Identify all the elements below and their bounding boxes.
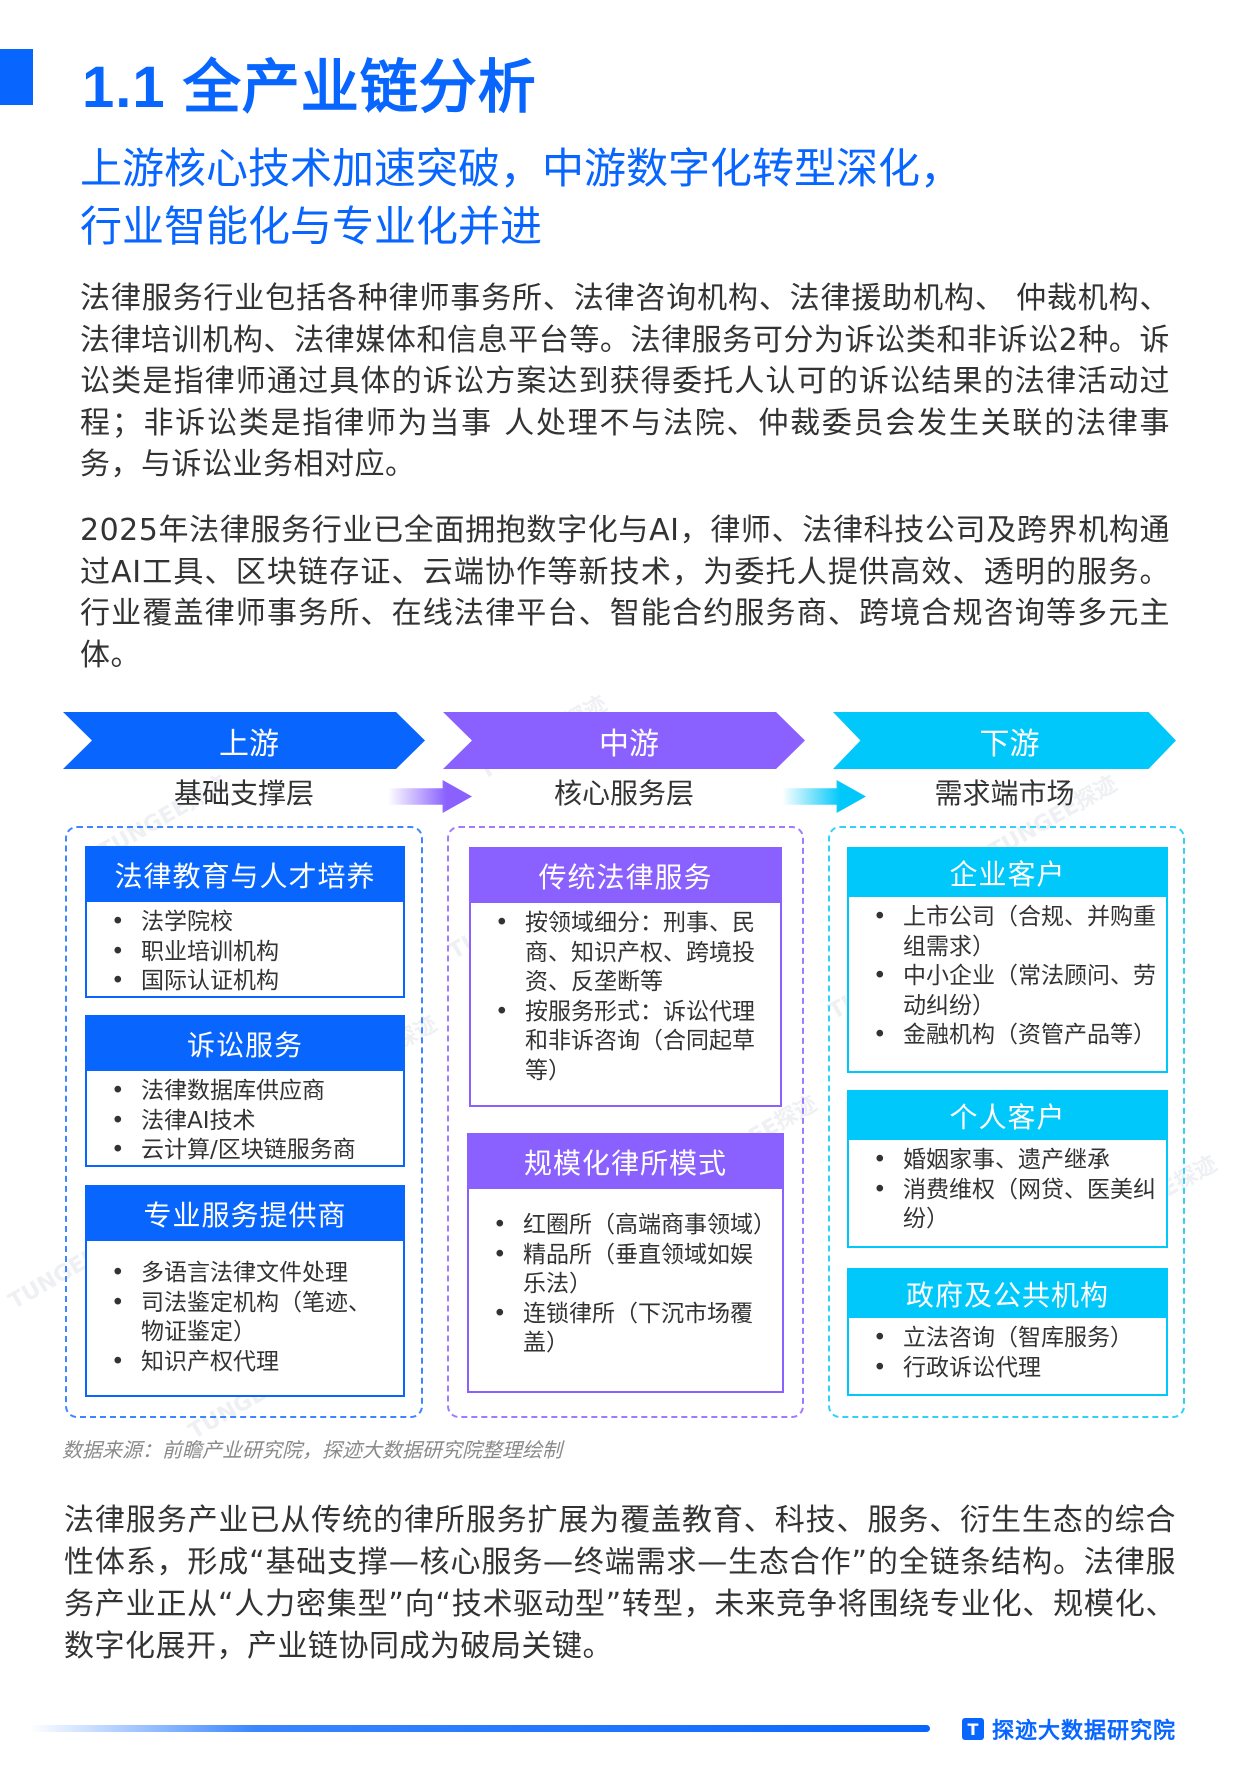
- tungee-logo-icon: T: [962, 1718, 984, 1740]
- downstream-chevron: 下游: [833, 712, 1176, 769]
- card-list: 法学院校 职业培训机构 国际认证机构: [87, 902, 403, 1003]
- card-title: 诉讼服务: [87, 1017, 403, 1071]
- card-enterprise-clients: 企业客户 上市公司（合规、并购重组需求） 中小企业（常法顾问、劳动纠纷） 金融机…: [847, 847, 1168, 1073]
- card-scaled-law-firms: 规模化律所模式 红圈所（高端商事领域） 精品所（垂直领域如娱乐法） 连锁律所（下…: [467, 1133, 784, 1393]
- card-government-institutions: 政府及公共机构 立法咨询（智库服务） 行政诉讼代理: [847, 1268, 1168, 1396]
- intro-paragraph: 法律服务行业包括各种律师事务所、法律咨询机构、法律援助机构、 仲裁机构、法律培训…: [80, 281, 1170, 482]
- list-item: 知识产权代理: [111, 1348, 393, 1378]
- card-professional-providers: 专业服务提供商 多语言法律文件处理 司法鉴定机构（笔迹、物证鉴定） 知识产权代理: [85, 1185, 405, 1397]
- list-item: 连锁律所（下沉市场覆盖）: [493, 1300, 772, 1359]
- list-item: 司法鉴定机构（笔迹、物证鉴定）: [111, 1289, 393, 1348]
- card-title: 法律教育与人才培养: [87, 848, 403, 902]
- list-item: 金融机构（资管产品等）: [873, 1021, 1156, 1051]
- upstream-label: 上游: [219, 726, 279, 762]
- card-list: 立法咨询（智库服务） 行政诉讼代理: [849, 1318, 1166, 1389]
- list-item: 上市公司（合规、并购重组需求）: [873, 903, 1156, 962]
- page-subtitle: 上游核心技术加速突破，中游数字化转型深化， 行业智能化与专业化并进: [80, 140, 1200, 256]
- list-item: 法律数据库供应商: [111, 1077, 393, 1107]
- list-item: 按领域细分：刑事、民商、知识产权、跨境投资、反垄断等: [495, 909, 770, 998]
- midstream-label: 中游: [599, 726, 659, 762]
- card-litigation-services: 诉讼服务 法律数据库供应商 法律AI技术 云计算/区块链服务商: [85, 1015, 405, 1167]
- upstream-column: [65, 826, 423, 1418]
- card-title: 专业服务提供商: [87, 1187, 403, 1241]
- card-title: 规模化律所模式: [469, 1135, 782, 1189]
- list-item: 按服务形式：诉讼代理和非诉咨询（合同起草等）: [495, 998, 770, 1087]
- card-traditional-legal-services: 传统法律服务 按领域细分：刑事、民商、知识产权、跨境投资、反垄断等 按服务形式：…: [469, 847, 782, 1107]
- list-item: 中小企业（常法顾问、劳动纠纷）: [873, 962, 1156, 1021]
- upstream-chevron: 上游: [63, 712, 425, 769]
- list-item: 立法咨询（智库服务）: [873, 1324, 1156, 1354]
- list-item: 红圈所（高端商事领域）: [493, 1211, 776, 1241]
- list-item: 行政诉讼代理: [873, 1354, 1156, 1384]
- card-title: 企业客户: [849, 849, 1166, 897]
- list-item: 职业培训机构: [111, 938, 393, 968]
- card-list: 上市公司（合规、并购重组需求） 中小企业（常法顾问、劳动纠纷） 金融机构（资管产…: [849, 897, 1166, 1057]
- list-item: 云计算/区块链服务商: [111, 1136, 393, 1166]
- conclusion-paragraph: 法律服务产业已从传统的律所服务扩展为覆盖教育、科技、服务、衍生生态的综合性体系，…: [64, 1503, 1176, 1664]
- card-list: 法律数据库供应商 法律AI技术 云计算/区块链服务商: [87, 1071, 403, 1172]
- upstream-layer-label: 基础支撑层: [173, 777, 314, 810]
- subtitle-line-1: 上游核心技术加速突破，中游数字化转型深化，: [80, 144, 963, 193]
- card-list: 按领域细分：刑事、民商、知识产权、跨境投资、反垄断等 按服务形式：诉讼代理和非诉…: [471, 903, 780, 1092]
- card-legal-education: 法律教育与人才培养 法学院校 职业培训机构 国际认证机构: [85, 846, 405, 998]
- brand-name: 探迹大数据研究院: [992, 1719, 1177, 1744]
- data-source-note: 数据来源：前瞻产业研究院，探迹大数据研究院整理绘制: [62, 1438, 562, 1462]
- midstream-chevron: 中游: [443, 712, 805, 769]
- downstream-column: [828, 826, 1185, 1418]
- downstream-label: 下游: [979, 726, 1040, 762]
- downstream-layer-label: 需求端市场: [934, 777, 1075, 810]
- page-title: 1.1 全产业链分析: [82, 55, 537, 120]
- card-title: 个人客户: [849, 1092, 1166, 1140]
- card-list: 多语言法律文件处理 司法鉴定机构（笔迹、物证鉴定） 知识产权代理: [87, 1241, 403, 1383]
- trend-paragraph: 2025年法律服务行业已全面拥抱数字化与AI，律师、法律科技公司及跨界机构通过A…: [80, 513, 1170, 673]
- card-title: 政府及公共机构: [849, 1270, 1166, 1318]
- card-list: 红圈所（高端商事领域） 精品所（垂直领域如娱乐法） 连锁律所（下沉市场覆盖）: [469, 1189, 782, 1365]
- midstream-column: [447, 826, 804, 1418]
- footer-brand: T 探迹大数据研究院: [962, 1713, 1176, 1745]
- list-item: 法学院校: [111, 908, 393, 938]
- list-item: 国际认证机构: [111, 967, 393, 997]
- list-item: 消费维权（网贷、医美纠纷）: [873, 1176, 1156, 1235]
- footer-divider: [30, 1725, 930, 1732]
- title-accent-bar: [0, 49, 33, 105]
- card-individual-clients: 个人客户 婚姻家事、遗产继承 消费维权（网贷、医美纠纷）: [847, 1090, 1168, 1248]
- card-title: 传统法律服务: [471, 849, 780, 903]
- list-item: 精品所（垂直领域如娱乐法）: [493, 1241, 772, 1300]
- list-item: 婚姻家事、遗产继承: [873, 1146, 1156, 1176]
- subtitle-line-2: 行业智能化与专业化并进: [80, 202, 543, 251]
- card-list: 婚姻家事、遗产继承 消费维权（网贷、医美纠纷）: [849, 1140, 1166, 1241]
- midstream-layer-label: 核心服务层: [553, 777, 694, 810]
- list-item: 法律AI技术: [111, 1107, 393, 1137]
- list-item: 多语言法律文件处理: [111, 1259, 393, 1289]
